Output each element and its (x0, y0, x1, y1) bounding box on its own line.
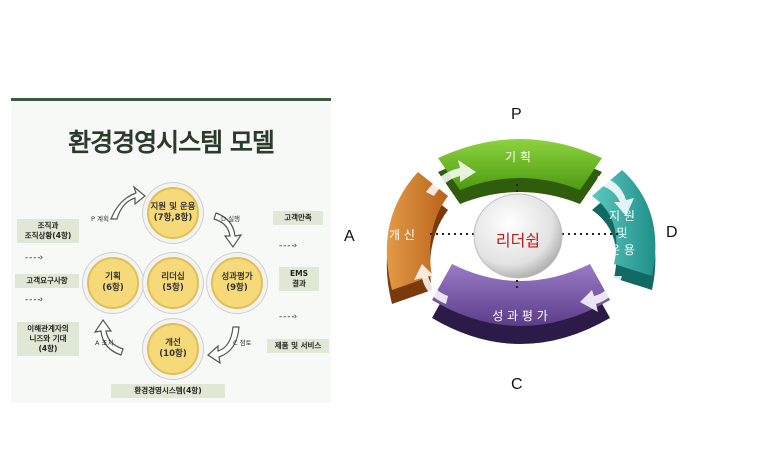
act-label: 개 신 (389, 228, 415, 242)
output-arrow-1: - - - -› (279, 241, 297, 251)
cycle-arrows (93, 185, 243, 365)
input-customer-requirements: 고객요구사항 (15, 274, 79, 288)
output-arrow-2: - - - -› (279, 312, 297, 322)
check-segment (432, 264, 610, 326)
leadership-label: 리더십 (5항) (161, 272, 185, 293)
check-label: 성 과 평 가 (492, 309, 548, 323)
do-segment (592, 170, 656, 276)
leadership-circle: 리더십 (5항) (147, 257, 199, 309)
performance-label: 성과평가 (9항) (221, 272, 253, 293)
output-ems-result: EMS 결과 (279, 267, 319, 291)
support-operation-circle: 지원 및 운용 (7항,8항) (147, 187, 199, 239)
c-letter: C (511, 376, 523, 393)
arrow-check (207, 326, 240, 365)
do-label: 지 원 및 운 용 (609, 209, 635, 257)
pdca-cycle-panel: 기 획 지 원 및 운 용 성 과 평 가 개 신 리더쉽 P D C A (330, 100, 750, 400)
arrow-do (213, 212, 243, 249)
input-organization: 조직과 조직상황(4항) (17, 219, 79, 243)
arrow-plan (110, 185, 146, 220)
c-check-label: C 점토 (233, 339, 252, 347)
planning-circle: 기획 (6항) (87, 257, 139, 309)
ems-model-panel: 환경경영시스템 모델 지원 및 운용 (7항,8항) 기획 (6항) 리더십 (… (11, 98, 331, 403)
a-letter: A (344, 228, 355, 245)
input-arrow-2: - - - -› (25, 295, 43, 305)
leadership-label: 리더쉽 (495, 231, 541, 250)
plan-segment (438, 139, 602, 190)
p-letter: P (511, 106, 522, 123)
input-arrow-1: - - - -› (25, 253, 43, 263)
plan-label: 기 획 (505, 150, 531, 164)
d-do-label: D 실행 (221, 215, 241, 223)
leadership-sphere (473, 193, 563, 279)
panel-title: 환경경영시스템 모델 (68, 128, 275, 157)
a-act-label: A 조치 (95, 339, 114, 347)
improvement-label: 개선 (10항) (159, 338, 187, 359)
p-plan-label: P 계획 (91, 215, 109, 223)
act-segment (386, 172, 448, 290)
pdca-ring (386, 139, 656, 344)
footer-label: 환경경영시스템(4항) (111, 384, 225, 398)
input-stakeholder-needs: 이해관계자의 니즈와 기대 (4항) (17, 322, 79, 356)
improvement-circle: 개선 (10항) (147, 323, 199, 375)
support-operation-label: 지원 및 운용 (7항,8항) (150, 202, 196, 223)
planning-label: 기획 (6항) (102, 272, 124, 293)
output-customer-satisfaction: 고객만족 (273, 211, 323, 225)
arrow-act (93, 318, 124, 356)
d-letter: D (666, 224, 678, 241)
output-products-services: 제품 및 서비스 (267, 339, 329, 353)
performance-circle: 성과평가 (9항) (211, 257, 263, 309)
